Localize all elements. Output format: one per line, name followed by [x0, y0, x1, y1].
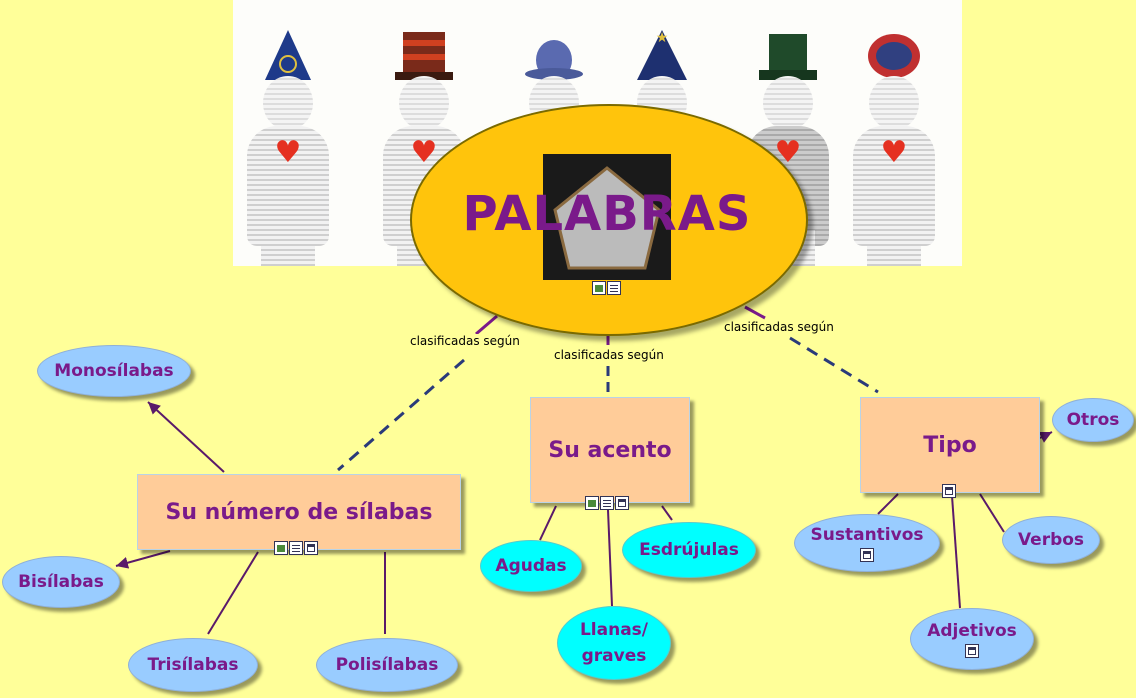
submap-icon[interactable]: [304, 541, 318, 555]
heart-icon: ♥: [410, 135, 438, 170]
node-otros[interactable]: Otros: [1052, 398, 1134, 442]
node-label: Adjetivos: [927, 620, 1017, 641]
node-icons: [585, 496, 629, 510]
document-icon[interactable]: [289, 541, 303, 555]
submap-icon[interactable]: [965, 643, 979, 658]
heart-icon: ♥: [274, 135, 302, 170]
node-label: Trisílabas: [147, 655, 239, 675]
node-su-numero-de-silabas[interactable]: Su número de sílabas: [137, 474, 461, 550]
node-label: Bisílabas: [18, 572, 104, 592]
link-line: [207, 551, 259, 635]
node-label: Su número de sílabas: [165, 499, 433, 525]
svg-text:★: ★: [656, 30, 669, 46]
link-label: clasificadas según: [724, 320, 834, 334]
heart-icon: ♥: [880, 135, 908, 170]
document-icon[interactable]: [600, 496, 614, 510]
link-line: [147, 401, 225, 473]
node-sustantivos[interactable]: Sustantivos: [794, 514, 940, 572]
ruffled-hat-icon: [868, 34, 920, 78]
node-bisilabas[interactable]: Bisílabas: [2, 556, 120, 608]
pentagon-icon: [553, 166, 661, 270]
node-label: Llanas/: [579, 620, 649, 640]
image-icon[interactable]: [585, 496, 599, 510]
link-line: [539, 505, 557, 541]
link-line: [607, 509, 613, 607]
submap-icon[interactable]: [860, 547, 874, 562]
node-agudas[interactable]: Agudas: [480, 540, 582, 592]
link-label: clasificadas según: [410, 334, 520, 348]
node-polisilabas[interactable]: Polisílabas: [316, 638, 458, 692]
submap-icon[interactable]: [615, 496, 629, 510]
node-label: Polisílabas: [335, 655, 439, 675]
node-label: Verbos: [1017, 530, 1085, 550]
link-label: clasificadas según: [554, 348, 664, 362]
image-icon[interactable]: [592, 281, 606, 295]
paper-doll: ♥: [239, 30, 337, 266]
node-label: Sustantivos: [810, 524, 924, 545]
node-monosilabas[interactable]: Monosílabas: [37, 345, 191, 397]
bowler-hat-icon: [525, 40, 583, 80]
link-line: [1038, 431, 1053, 443]
node-icons: [592, 281, 621, 295]
green-hat-icon: [759, 34, 817, 80]
link-line: [951, 495, 961, 609]
party-hat-icon: [265, 30, 311, 80]
node-label: Su acento: [548, 437, 672, 463]
node-verbos[interactable]: Verbos: [1002, 516, 1100, 564]
central-title: PALABRAS: [462, 186, 752, 242]
node-su-acento[interactable]: Su acento: [530, 397, 690, 503]
node-label: Monosílabas: [54, 361, 174, 381]
node-label: Tipo: [923, 432, 977, 458]
link-line: [877, 493, 899, 515]
link-line: [115, 550, 171, 569]
paper-doll: ♥: [845, 30, 943, 266]
node-icons: [942, 484, 956, 498]
link-line: [475, 314, 498, 336]
node-tipo[interactable]: Tipo: [860, 397, 1040, 493]
node-label: Agudas: [495, 556, 567, 576]
link-line: [979, 493, 1005, 533]
node-label: Otros: [1066, 410, 1120, 430]
node-icons: [274, 541, 318, 555]
link-line: [337, 358, 465, 472]
node-label: graves: [581, 646, 647, 666]
link-line: [661, 505, 673, 521]
image-icon[interactable]: [274, 541, 288, 555]
link-line: [744, 305, 766, 320]
node-llanas-graves[interactable]: Llanas/ graves: [557, 606, 671, 680]
node-label: Esdrújulas: [639, 540, 739, 560]
star-hat-icon: ★: [637, 30, 687, 80]
node-trisilabas[interactable]: Trisílabas: [128, 638, 258, 692]
node-adjetivos[interactable]: Adjetivos: [910, 608, 1034, 670]
banner-image: ♥ ♥ ★ ♥ ♥: [233, 0, 962, 266]
document-icon[interactable]: [607, 281, 621, 295]
pentagon-image: [543, 154, 671, 280]
submap-icon[interactable]: [942, 484, 956, 498]
node-esdrujulas[interactable]: Esdrújulas: [622, 522, 756, 578]
link-line: [789, 336, 879, 394]
